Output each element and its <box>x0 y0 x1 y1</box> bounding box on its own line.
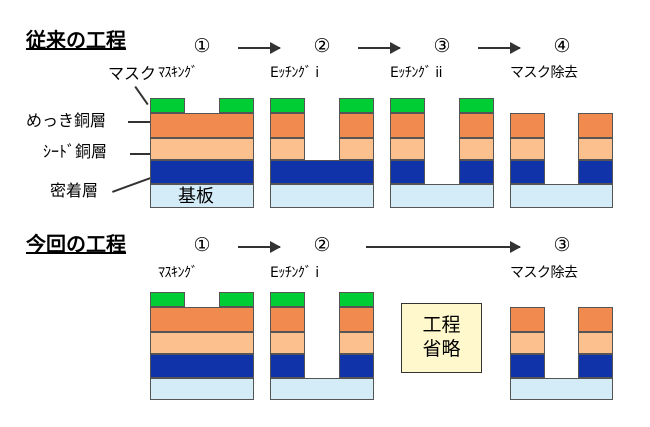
plating-layer <box>150 113 254 138</box>
step-label: ﾏｽｷﾝｸﾞ <box>158 65 198 81</box>
substrate <box>510 184 613 208</box>
mask-block <box>339 292 374 307</box>
step-label: ﾏｽｷﾝｸﾞ <box>158 265 198 281</box>
arrow-icon <box>238 42 281 54</box>
step-label: マスク除去 <box>510 265 578 281</box>
plating-layer <box>510 113 545 138</box>
mask-block <box>219 292 254 307</box>
seed-layer <box>270 138 305 160</box>
adhesion-layer <box>578 354 613 378</box>
substrate <box>150 378 254 400</box>
substrate <box>270 184 374 208</box>
plating-layer <box>270 307 305 332</box>
layer-label-seed: ｼｰﾄﾞ銅層 <box>43 142 108 161</box>
substrate <box>390 184 494 208</box>
mask-block <box>270 292 305 307</box>
mask-block <box>150 98 185 113</box>
step-label: Eｯﾁﾝｸﾞ ii <box>390 65 443 81</box>
leader-line <box>130 153 156 155</box>
adhesion-layer <box>150 354 254 378</box>
step-number: ④ <box>553 35 571 57</box>
leader-line <box>112 176 152 193</box>
adhesion-layer <box>510 354 545 378</box>
seed-layer <box>578 138 613 160</box>
mask-block <box>219 98 254 113</box>
plating-layer <box>390 113 425 138</box>
step-label: Eｯﾁﾝｸﾞ i <box>270 65 319 81</box>
substrate <box>150 184 254 208</box>
seed-layer <box>150 332 254 354</box>
plating-layer <box>150 307 254 332</box>
adhesion-layer <box>339 354 374 378</box>
substrate <box>270 378 374 400</box>
plating-layer <box>339 307 374 332</box>
plating-layer <box>510 307 545 332</box>
plating-layer <box>459 113 494 138</box>
seed-layer <box>270 332 305 354</box>
adhesion-layer <box>459 160 494 184</box>
step-label: Eｯﾁﾝｸﾞ i <box>270 265 319 281</box>
adhesion-layer <box>510 160 545 184</box>
seed-layer <box>510 332 545 354</box>
conventional-title: 従来の工程 <box>26 28 126 52</box>
plating-layer <box>578 307 613 332</box>
layer-label-adhesion: 密着層 <box>50 181 99 200</box>
step-label: マスク除去 <box>510 65 578 81</box>
mask-block <box>459 98 494 113</box>
adhesion-layer <box>270 160 374 184</box>
adhesion-layer <box>578 160 613 184</box>
omitted-line-2: 省略 <box>422 338 461 360</box>
arrow-icon <box>358 42 401 54</box>
step-number: ③ <box>433 35 451 57</box>
arrow-icon <box>478 42 521 54</box>
step-number: ③ <box>553 234 571 256</box>
arrow-icon <box>238 241 281 253</box>
step-number: ② <box>313 35 331 57</box>
layer-label-plating: めっき銅層 <box>26 111 107 130</box>
mask-block <box>150 292 185 307</box>
process-omitted-box: 工程 省略 <box>401 303 482 373</box>
step-number: ② <box>313 234 331 256</box>
omitted-line-1: 工程 <box>422 314 461 337</box>
adhesion-layer <box>390 160 425 184</box>
mask-block <box>390 98 425 113</box>
seed-layer <box>339 332 374 354</box>
step-number: ① <box>193 234 211 256</box>
seed-layer <box>578 332 613 354</box>
leader-line <box>134 86 149 105</box>
plating-layer <box>578 113 613 138</box>
adhesion-layer <box>150 160 254 184</box>
step-number: ① <box>193 35 211 57</box>
leader-line <box>128 121 154 123</box>
substrate <box>510 378 613 400</box>
seed-layer <box>150 138 254 160</box>
current-title: 今回の工程 <box>26 232 126 256</box>
plating-layer <box>270 113 305 138</box>
mask-block <box>270 98 305 113</box>
adhesion-layer <box>270 354 305 378</box>
substrate-label: 基板 <box>178 186 214 207</box>
seed-layer <box>459 138 494 160</box>
layer-label-mask: マスク <box>108 64 157 83</box>
seed-layer <box>339 138 374 160</box>
plating-layer <box>339 113 374 138</box>
seed-layer <box>390 138 425 160</box>
seed-layer <box>510 138 545 160</box>
mask-block <box>339 98 374 113</box>
arrow-icon <box>366 241 521 253</box>
